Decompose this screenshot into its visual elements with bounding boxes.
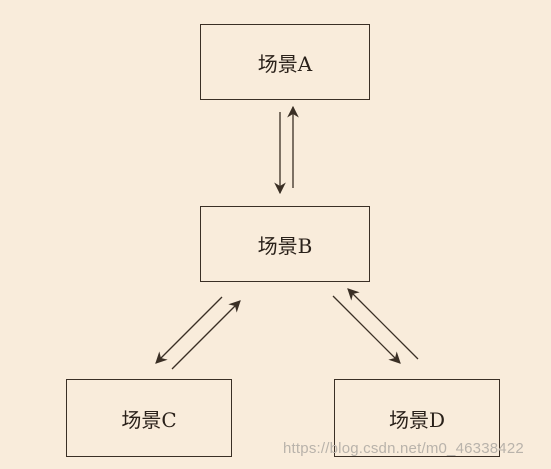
node-scene-c: 场景C [66,379,232,457]
arrow-d-to-b [347,288,419,360]
arrow-c-to-b [171,300,241,370]
node-scene-b-label: 场景B [257,233,313,258]
node-scene-b: 场景B [200,206,370,282]
node-scene-c-label: 场景C [121,407,177,432]
node-scene-d-label: 场景D [388,407,446,432]
node-scene-d: 场景D [334,379,500,457]
node-scene-a: 场景A [200,24,370,100]
arrow-b-to-c [155,296,223,364]
arrow-b-to-d [332,295,401,364]
node-scene-a-label: 场景A [257,51,313,76]
source-watermark: https://blog.csdn.net/m0_46338422 [283,440,524,457]
